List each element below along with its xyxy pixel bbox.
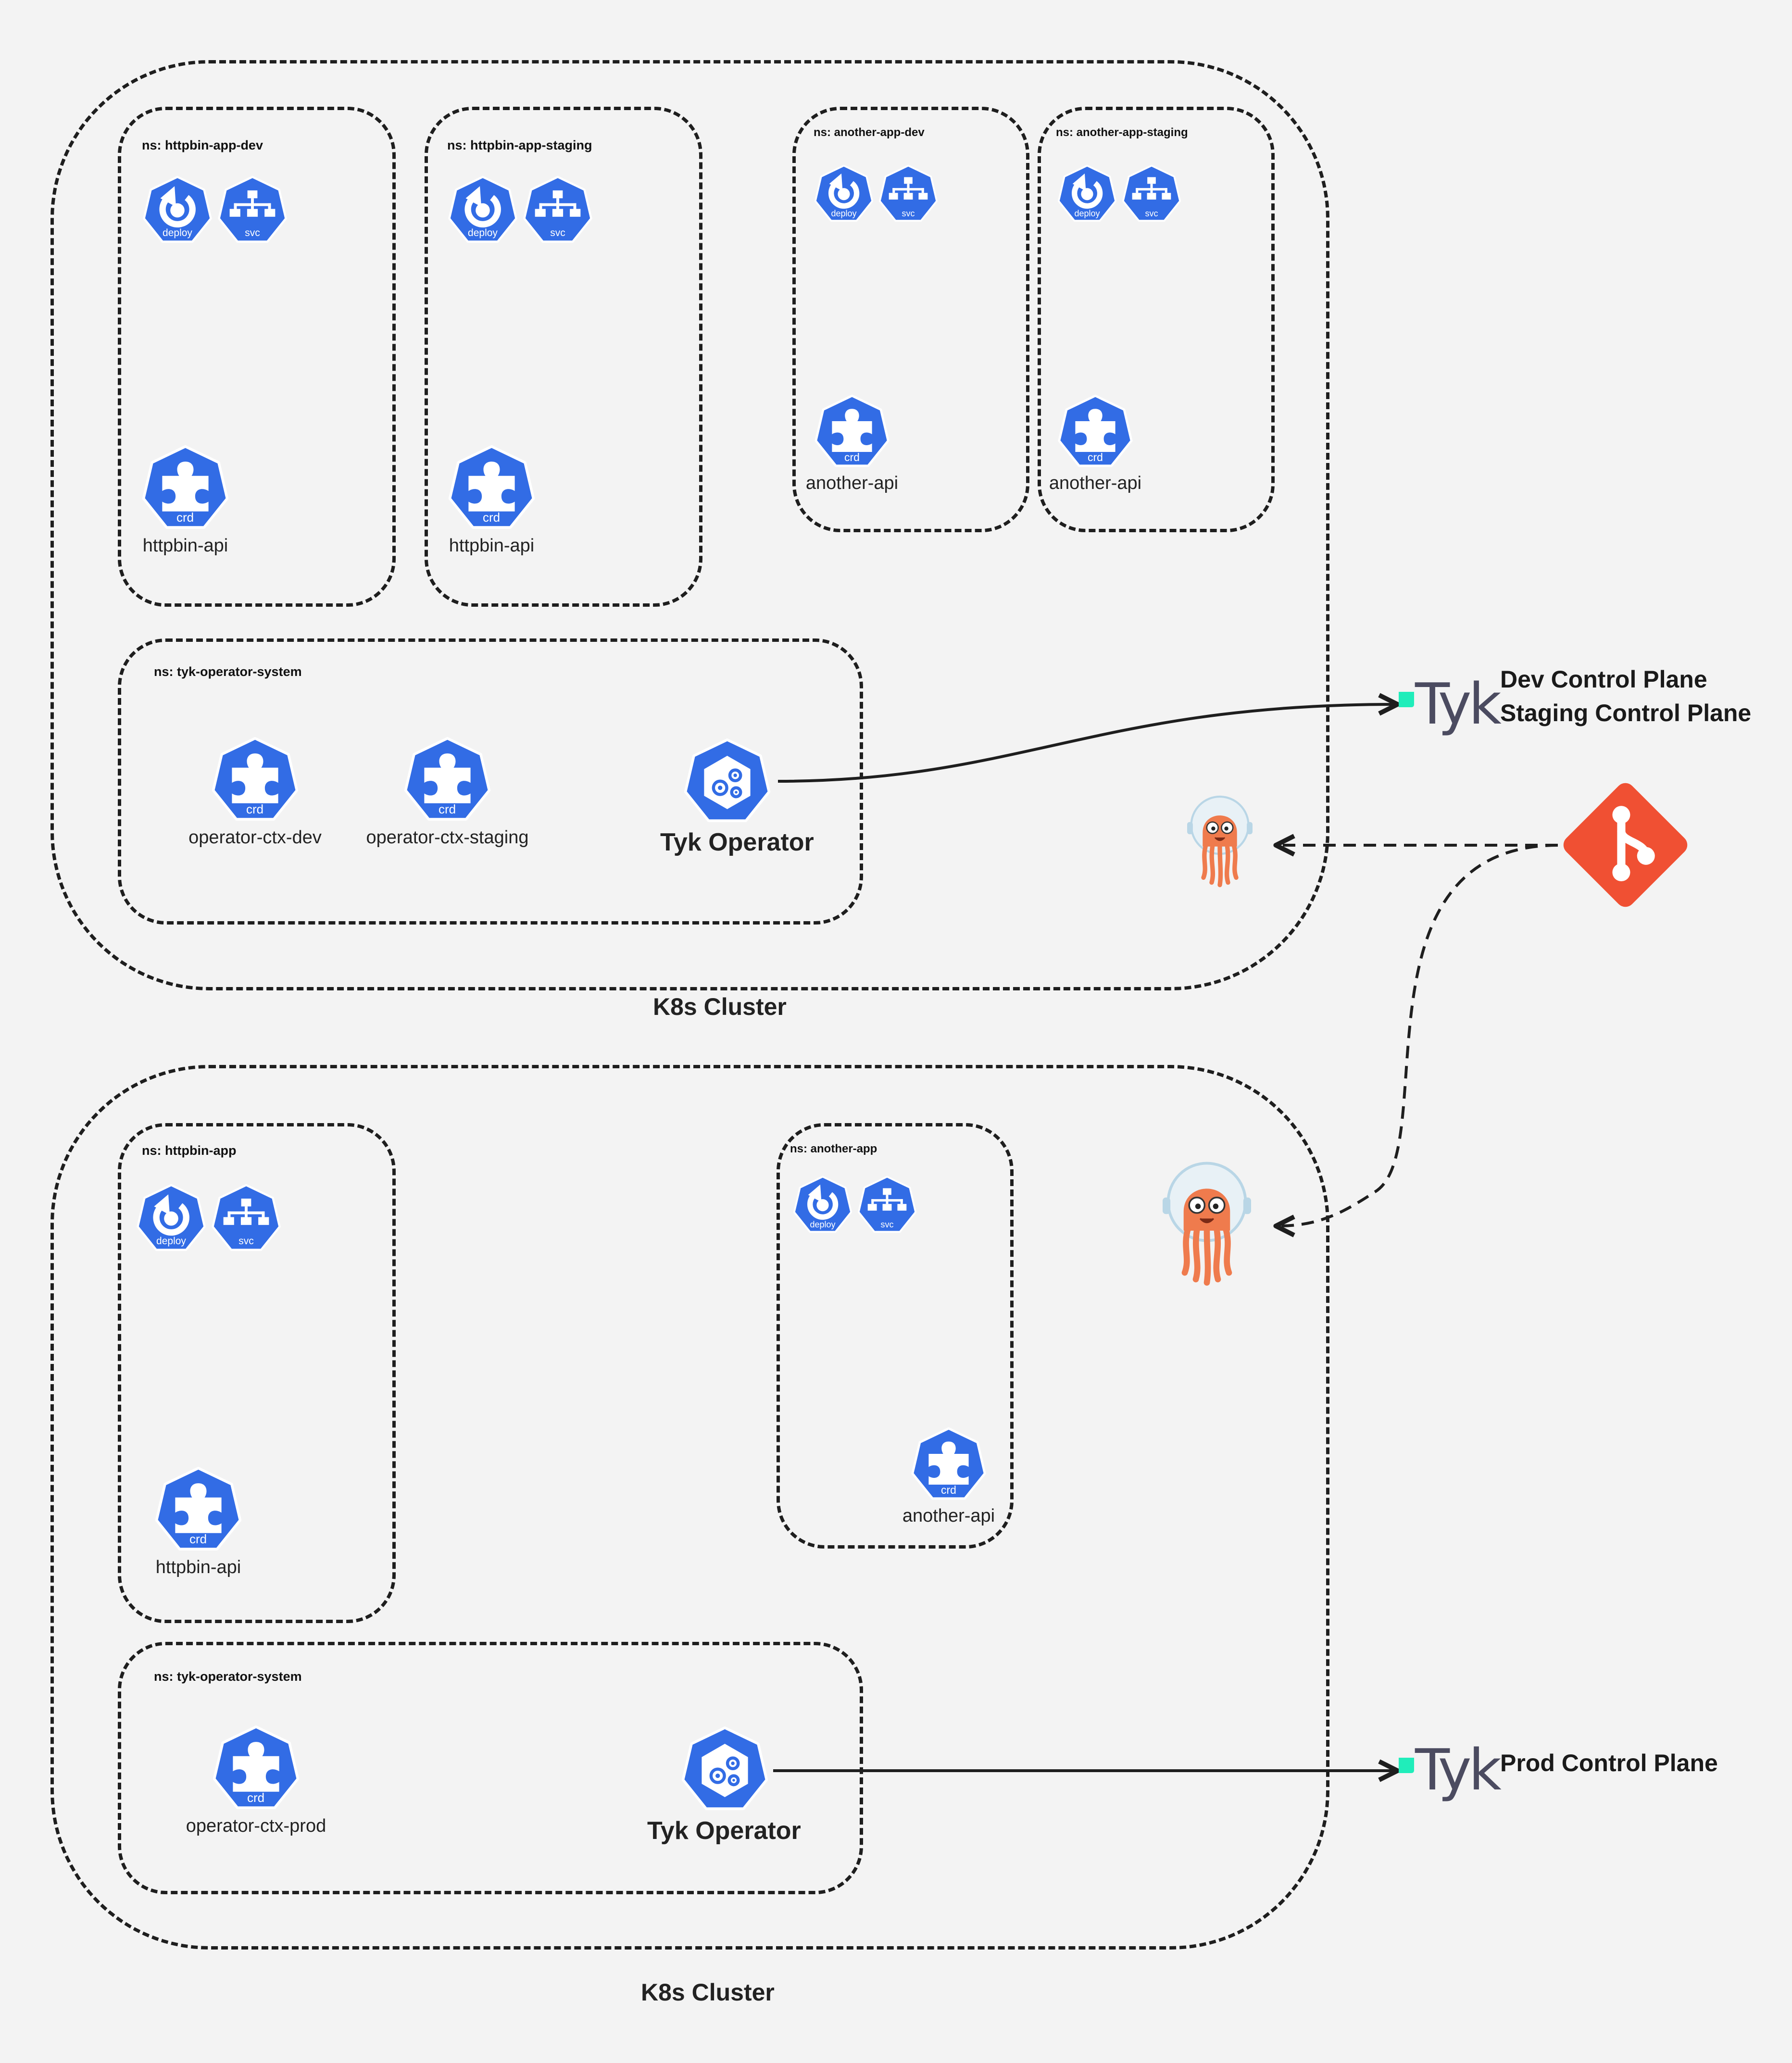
svc-label: svc: [902, 209, 915, 218]
deploy-label: deploy: [831, 209, 856, 218]
namespace-tyk-operator-system: [118, 638, 863, 925]
svc-resource[interactable]: svc: [211, 1184, 282, 1255]
crd-another-api[interactable]: crd another-api: [1049, 394, 1141, 493]
crd-label: crd: [844, 451, 860, 463]
deploy-svc-group: deploy svc: [136, 1184, 282, 1255]
context-name: operator-ctx-dev: [188, 827, 322, 848]
deploy-resource[interactable]: deploy: [814, 164, 874, 225]
svc-label: svc: [245, 227, 260, 238]
namespace-label: ns: another-app-staging: [1056, 126, 1188, 139]
svc-label: svc: [1145, 209, 1158, 218]
tyk-operator-icon[interactable]: [680, 1726, 769, 1815]
deploy-svc-group: deploy svc: [142, 175, 288, 247]
namespace-label: ns: tyk-operator-system: [154, 1669, 302, 1684]
deploy-resource[interactable]: deploy: [447, 175, 518, 247]
context-name: operator-ctx-prod: [186, 1816, 326, 1836]
operator-to-dev-staging-plane-arrow: [777, 693, 1400, 783]
namespace-label: ns: another-app-dev: [814, 126, 925, 139]
deploy-resource[interactable]: deploy: [1057, 164, 1117, 225]
cluster-label-top: K8s Cluster: [653, 993, 787, 1020]
tyk-operator-label: Tyk Operator: [647, 1817, 801, 1845]
api-name: httpbin-api: [142, 536, 228, 556]
namespace-label: ns: httpbin-app-dev: [142, 138, 263, 152]
api-name: another-api: [1049, 473, 1142, 493]
argocd-octopus-icon: [1179, 793, 1261, 888]
crd-label: crd: [941, 1484, 956, 1496]
namespace-another-app-staging: [1038, 107, 1275, 532]
tyk-operator-icon[interactable]: [683, 738, 772, 827]
staging-control-plane-label: Staging Control Plane: [1500, 700, 1752, 726]
svc-resource[interactable]: svc: [857, 1175, 917, 1236]
tyk-brand-text: Tyk: [1415, 671, 1502, 737]
crd-operator-ctx-prod[interactable]: crd operator-ctx-prod: [186, 1725, 326, 1836]
api-name: another-api: [805, 473, 899, 493]
crd-label: crd: [189, 1532, 207, 1546]
namespace-another-app: [777, 1123, 1014, 1549]
crd-operator-ctx-dev[interactable]: crd operator-ctx-dev: [188, 737, 322, 848]
deploy-label: deploy: [1074, 209, 1100, 218]
api-name: httpbin-api: [155, 1557, 241, 1577]
svc-resource[interactable]: svc: [1121, 164, 1182, 225]
namespace-another-app-dev: [792, 107, 1029, 532]
crd-another-api[interactable]: crd another-api: [902, 1427, 995, 1526]
namespace-label: ns: httpbin-app-staging: [447, 138, 592, 152]
git-icon: [1557, 776, 1694, 913]
crd-operator-ctx-staging[interactable]: crd operator-ctx-staging: [366, 737, 528, 848]
crd-label: crd: [246, 802, 263, 816]
svc-label: svc: [881, 1220, 894, 1229]
namespace-httpbin-app: [118, 1123, 396, 1623]
namespace-httpbin-app-dev: [118, 107, 396, 607]
k8s-cluster-bottom: [50, 1065, 1329, 1950]
deploy-label: deploy: [163, 227, 192, 238]
api-name: another-api: [902, 1506, 995, 1526]
deploy-svc-group: deploy svc: [1057, 164, 1182, 225]
deploy-label: deploy: [156, 1236, 186, 1247]
dev-control-plane-label: Dev Control Plane: [1500, 666, 1707, 693]
deploy-resource[interactable]: deploy: [136, 1184, 207, 1255]
svc-resource[interactable]: svc: [522, 175, 593, 247]
deploy-label: deploy: [810, 1220, 835, 1229]
svc-resource[interactable]: svc: [878, 164, 939, 225]
namespace-tyk-operator-system: [118, 1642, 863, 1894]
crd-another-api[interactable]: crd another-api: [806, 394, 898, 493]
svc-label: svc: [238, 1236, 254, 1247]
context-name: operator-ctx-staging: [366, 827, 529, 848]
crd-label: crd: [176, 510, 194, 525]
crd-label: crd: [439, 802, 456, 816]
namespace-httpbin-app-staging: [425, 107, 702, 607]
crd-httpbin-api[interactable]: crd httpbin-api: [447, 445, 536, 556]
prod-control-plane-label: Prod Control Plane: [1500, 1750, 1718, 1776]
crd-httpbin-api[interactable]: crd httpbin-api: [141, 445, 230, 556]
deploy-resource[interactable]: deploy: [792, 1175, 853, 1236]
deploy-svc-group: deploy svc: [792, 1175, 917, 1236]
svc-label: svc: [550, 227, 565, 238]
argocd-octopus-icon: [1152, 1159, 1262, 1286]
namespace-label: ns: tyk-operator-system: [154, 664, 302, 679]
tyk-operator-label: Tyk Operator: [660, 828, 814, 856]
k8s-cluster-top: [50, 60, 1329, 990]
crd-label: crd: [1088, 451, 1103, 463]
crd-label: crd: [247, 1790, 264, 1805]
git-to-argo-prod-arrow: [1273, 844, 1558, 1238]
tyk-brand-text: Tyk: [1415, 1737, 1502, 1803]
deploy-svc-group: deploy svc: [447, 175, 593, 247]
namespace-label: ns: another-app: [790, 1142, 877, 1155]
cluster-label-bottom: K8s Cluster: [641, 1979, 775, 2006]
crd-httpbin-api[interactable]: crd httpbin-api: [154, 1466, 243, 1577]
deploy-label: deploy: [468, 227, 498, 238]
crd-label: crd: [483, 510, 500, 525]
api-name: httpbin-api: [449, 536, 535, 556]
deploy-resource[interactable]: deploy: [142, 175, 213, 247]
svc-resource[interactable]: svc: [217, 175, 288, 247]
deploy-svc-group: deploy svc: [814, 164, 939, 225]
namespace-label: ns: httpbin-app: [142, 1143, 237, 1158]
